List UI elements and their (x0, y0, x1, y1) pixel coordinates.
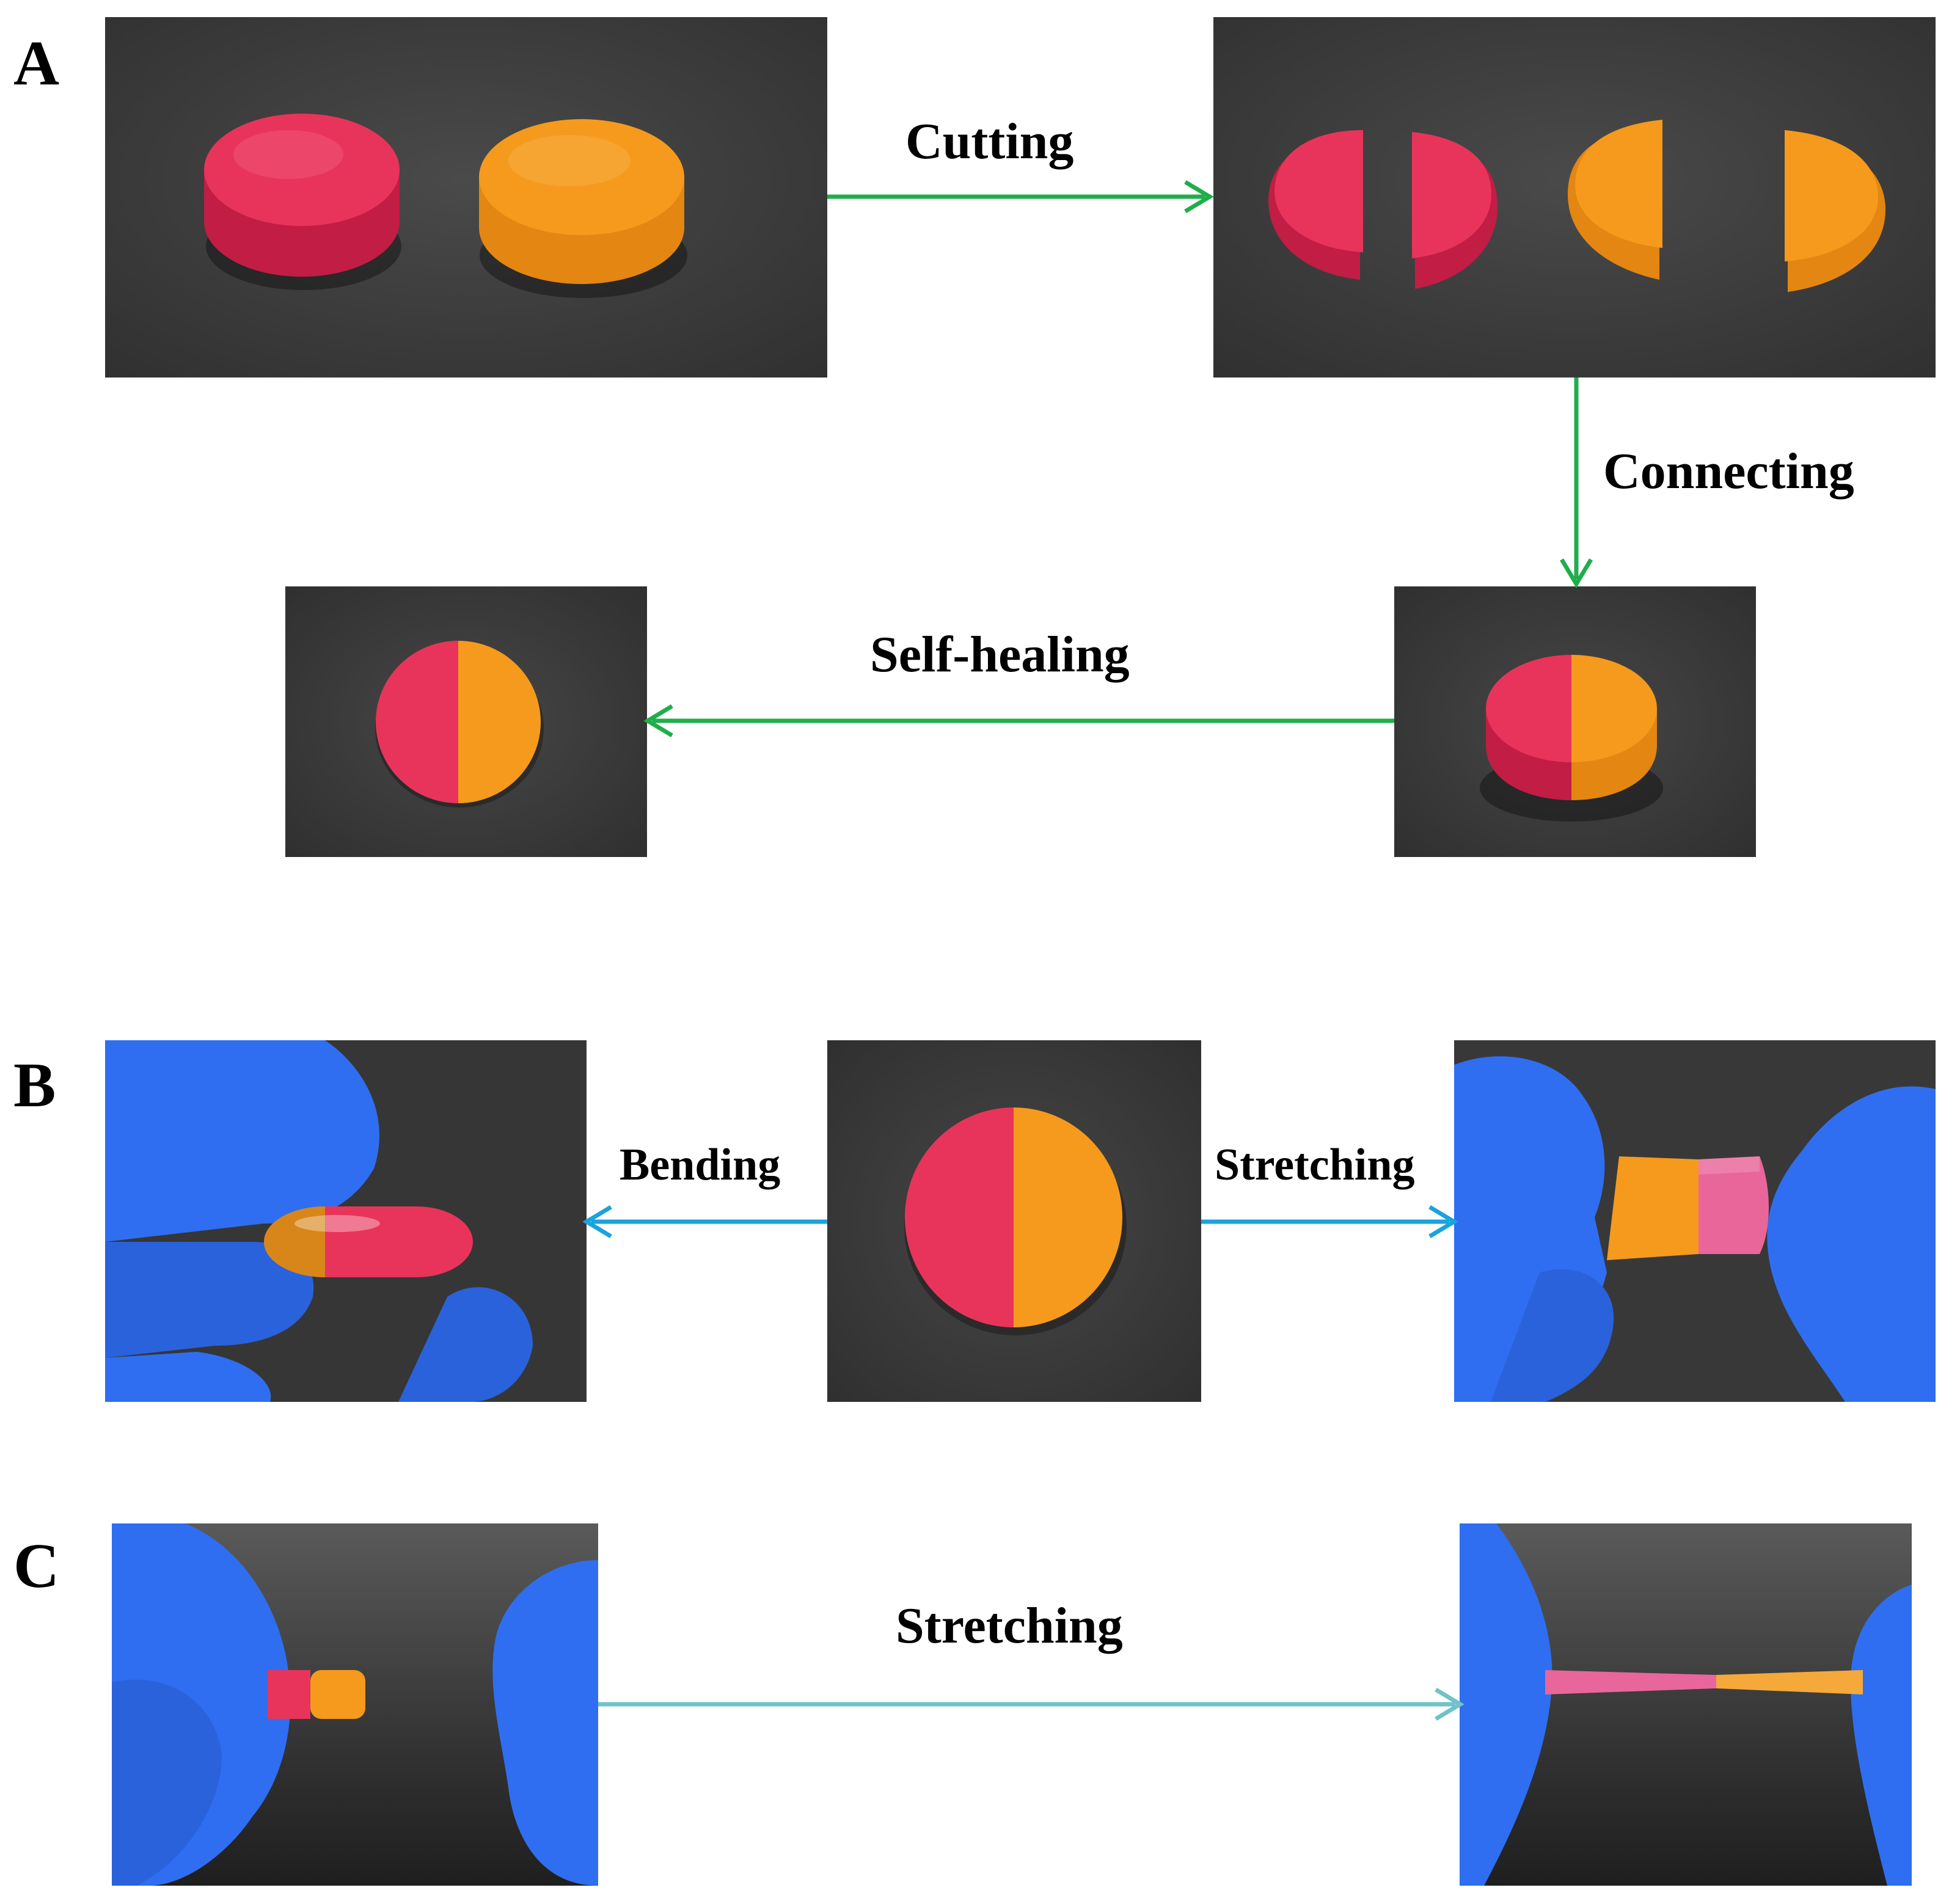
intact-disks-illustration (105, 17, 827, 378)
arrow-stretching-c (598, 1687, 1465, 1721)
step-label-self-healing: Self-healing (870, 626, 1130, 683)
step-label-stretching-b: Stretching (1215, 1140, 1415, 1190)
step-label-cutting: Cutting (905, 113, 1074, 170)
panel-label-b: B (13, 1050, 56, 1120)
panel-label-c: C (13, 1531, 60, 1601)
step-label-stretching-c: Stretching (896, 1597, 1123, 1654)
strip-unstretched-illustration (112, 1523, 598, 1886)
photo-cut-halves (1213, 17, 1936, 378)
arrow-self-healing (643, 704, 1394, 738)
panel-label-a: A (13, 28, 60, 98)
arrow-cutting (827, 180, 1214, 214)
photo-connected-disk (1394, 586, 1756, 857)
strip-stretched-illustration (1460, 1523, 1912, 1886)
healed-disk-center-illustration (827, 1040, 1201, 1402)
step-label-connecting: Connecting (1603, 443, 1854, 500)
cut-halves-illustration (1213, 17, 1936, 378)
arrow-bending (582, 1205, 827, 1239)
step-label-bending: Bending (620, 1140, 781, 1190)
photo-strip-unstretched (112, 1523, 598, 1886)
photo-healed-disk-center (827, 1040, 1201, 1402)
stretching-disk-illustration (1454, 1040, 1936, 1402)
photo-self-healed-disk (285, 586, 647, 857)
arrow-stretching-b (1201, 1205, 1458, 1239)
connected-disk-illustration (1394, 586, 1756, 857)
photo-bending (105, 1040, 587, 1402)
bending-illustration (105, 1040, 587, 1402)
arrow-connecting (1559, 378, 1593, 588)
photo-stretching-disk (1454, 1040, 1936, 1402)
photo-intact-disks (105, 17, 827, 378)
photo-strip-stretched (1460, 1523, 1912, 1886)
self-healed-disk-illustration (285, 586, 647, 857)
